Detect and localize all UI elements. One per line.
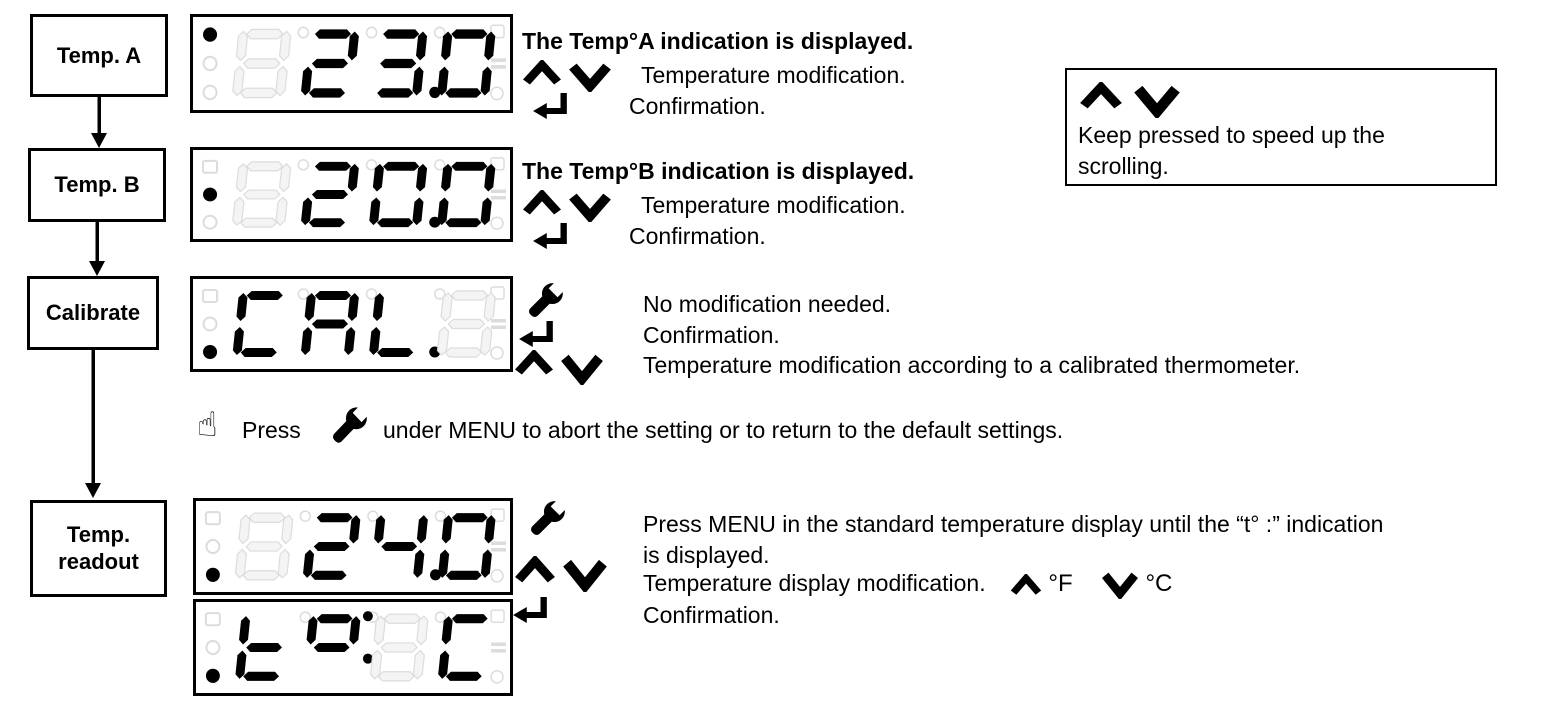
readout-line1: Press MENU in the standard temperature d…: [643, 511, 1384, 537]
flow-arrow-1: [91, 97, 107, 148]
down-icon: [1133, 84, 1181, 118]
segment-display-temp-a: [190, 14, 513, 113]
flow-box-temp-readout: Temp. readout: [30, 500, 167, 597]
down-icon: [568, 62, 612, 92]
flow-box-temp-a: Temp. A: [30, 14, 168, 97]
up-icon: [514, 350, 554, 376]
flow-box-temp-readout-label-1: Temp.: [66, 522, 131, 548]
temp-a-instruction-title: The Temp°A indication is displayed.: [522, 28, 914, 54]
note-press-text: Press: [242, 417, 301, 443]
enter-icon: [518, 318, 556, 350]
flow-box-temp-a-label: Temp. A: [56, 42, 142, 68]
segment-display-calibrate: [190, 276, 513, 372]
down-icon: [562, 558, 608, 592]
temp-b-confirm-text: Confirmation.: [629, 223, 766, 249]
readout-modify-text: Temperature display modification.: [643, 570, 986, 596]
up-icon: [522, 190, 562, 216]
readout-confirm-text: Confirmation.: [643, 602, 780, 628]
wrench-icon: [326, 402, 372, 450]
segment-display-readout-unit: [193, 599, 513, 696]
calibrate-modify-text: Temperature modification according to a …: [643, 352, 1301, 378]
speed-tip-text: Keep pressed to speed up the scrolling.: [1078, 122, 1385, 180]
flow-box-calibrate: Calibrate: [27, 276, 159, 350]
calibrate-no-modify-text: No modification needed.: [643, 291, 892, 317]
pointing-hand-icon: ☝: [197, 405, 218, 445]
temp-a-confirm-text: Confirmation.: [629, 93, 766, 119]
fahrenheit-label: °F: [1048, 570, 1073, 597]
down-icon: [1101, 571, 1139, 599]
calibrate-confirm-text: Confirmation.: [643, 322, 780, 348]
wrench-icon: [522, 278, 568, 324]
up-icon: [514, 556, 556, 584]
readout-modify-line: Temperature display modification. °F °C: [643, 570, 1172, 599]
up-icon: [522, 60, 562, 86]
flow-box-calibrate-label: Calibrate: [45, 300, 141, 325]
up-icon: [1079, 82, 1123, 110]
flow-box-temp-b-label: Temp. B: [54, 172, 140, 197]
flow-arrow-3: [85, 350, 101, 498]
enter-icon: [532, 220, 570, 252]
note-rest-text: under MENU to abort the setting or to re…: [383, 417, 1064, 443]
speed-tip-box: Keep pressed to speed up the scrolling.: [1065, 68, 1497, 186]
celsius-label: °C: [1145, 570, 1173, 597]
segment-display-readout-value: [193, 498, 513, 595]
segment-display-temp-b: [190, 147, 513, 242]
readout-line2: is displayed.: [643, 542, 770, 568]
flow-arrow-2: [89, 222, 105, 276]
temp-a-modify-text: Temperature modification.: [641, 62, 906, 88]
temp-b-modify-text: Temperature modification.: [641, 192, 906, 218]
down-icon: [568, 192, 612, 222]
flow-box-temp-b: Temp. B: [28, 148, 166, 222]
wrench-icon: [524, 496, 570, 542]
enter-icon: [512, 594, 550, 626]
enter-icon: [532, 90, 570, 122]
flow-box-temp-readout-label-2: readout: [58, 548, 139, 574]
up-icon: [1010, 573, 1042, 596]
temp-b-instruction-title: The Temp°B indication is displayed.: [522, 158, 915, 184]
down-icon: [560, 353, 604, 385]
